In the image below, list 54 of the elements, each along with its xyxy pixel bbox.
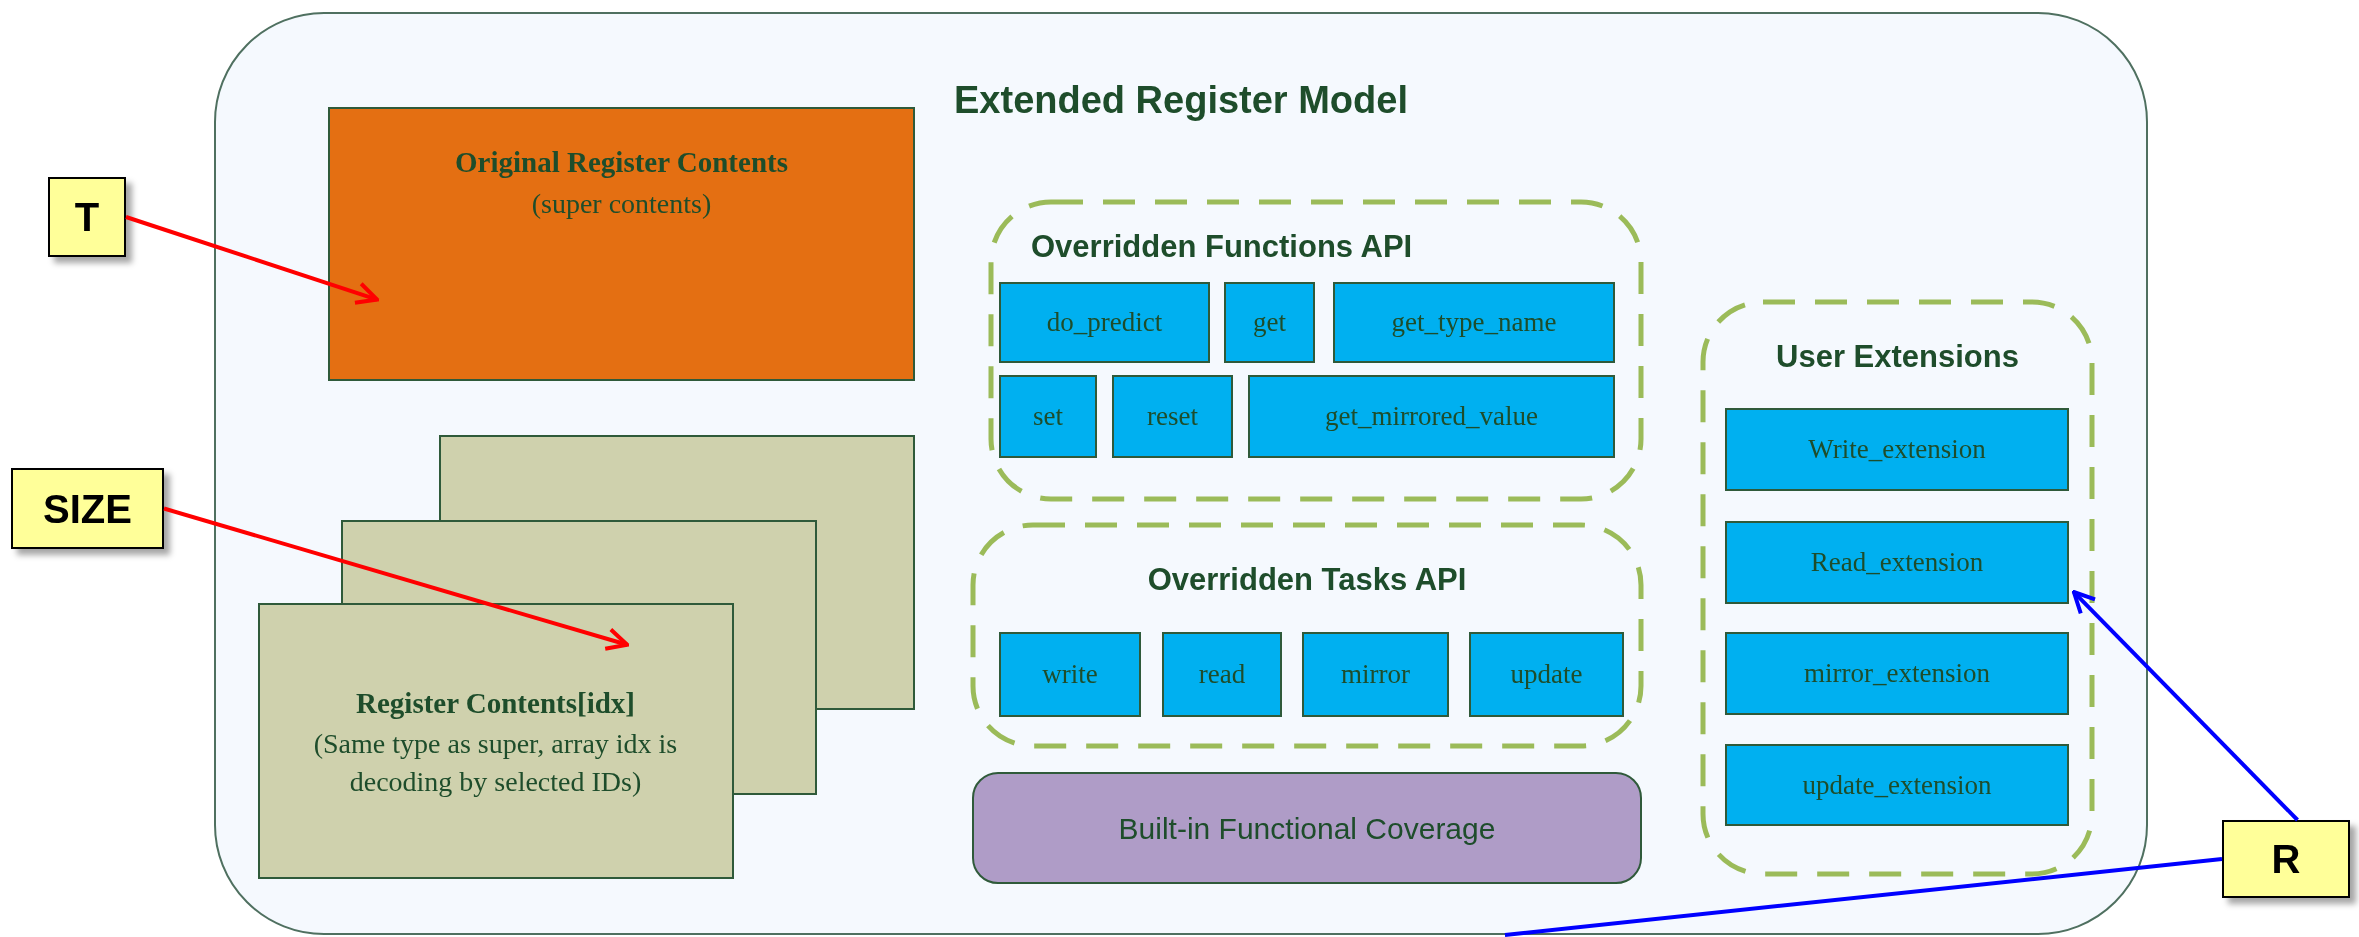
function-name: get xyxy=(1253,306,1286,340)
dashed-group xyxy=(987,198,1645,503)
function-name: Write_extension xyxy=(1808,433,1986,467)
function-box xyxy=(1302,632,1449,717)
callout-tag xyxy=(11,468,164,549)
coverage-box xyxy=(972,772,1642,884)
function-box xyxy=(1725,521,2069,604)
arrow xyxy=(163,506,630,651)
connector-line xyxy=(1504,857,2223,937)
dashed-group xyxy=(969,521,1645,750)
function-box xyxy=(999,375,1097,458)
function-box xyxy=(999,632,1141,717)
function-box xyxy=(1224,282,1315,363)
callout-tag xyxy=(2222,820,2350,898)
function-box xyxy=(999,282,1210,363)
group-title: User Extensions xyxy=(1775,338,2020,376)
function-box xyxy=(1725,632,2069,715)
function-name: set xyxy=(1033,400,1063,434)
coverage-label: Built-in Functional Coverage xyxy=(1118,810,1496,847)
function-name: do_predict xyxy=(1046,306,1163,340)
box-title: Register Contents[idx] xyxy=(356,685,635,721)
callout-tag xyxy=(48,177,126,257)
box-title: Original Register Contents xyxy=(455,145,788,180)
group-title: Overridden Functions API xyxy=(1031,228,1413,266)
function-name: reset xyxy=(1147,400,1198,434)
function-name: update xyxy=(1510,658,1583,692)
stacked-register-boxes xyxy=(258,435,915,879)
arrow xyxy=(2071,590,2299,822)
callout-label: T xyxy=(74,194,100,241)
box-description: (super contents) xyxy=(531,186,712,221)
function-name: mirror_extension xyxy=(1804,657,1990,691)
function-name: get_mirrored_value xyxy=(1325,400,1538,434)
register-box xyxy=(328,107,915,381)
function-box xyxy=(1469,632,1624,717)
function-box xyxy=(1248,375,1615,458)
callout-label: SIZE xyxy=(43,485,132,533)
function-name: get_type_name xyxy=(1391,306,1557,340)
model-panel xyxy=(214,12,2148,935)
group-title: Overridden Tasks API xyxy=(1146,561,1468,599)
function-name: mirror xyxy=(1341,658,1410,692)
panel-heading: Extended Register Model xyxy=(953,78,1409,123)
function-box xyxy=(1112,375,1233,458)
function-name: write xyxy=(1042,658,1098,692)
callout-label: R xyxy=(2271,836,2301,883)
arrow xyxy=(125,215,380,305)
box-description: (Same type as super, array idx is decoding by selected IDs) xyxy=(312,727,679,800)
function-name: read xyxy=(1198,658,1246,692)
dashed-group xyxy=(1699,298,2096,878)
function-box xyxy=(1725,408,2069,491)
function-name: Read_extension xyxy=(1810,546,1984,580)
function-box xyxy=(1162,632,1282,717)
function-name: update_extension xyxy=(1802,768,1992,802)
function-box xyxy=(1725,744,2069,826)
function-box xyxy=(1333,282,1615,363)
